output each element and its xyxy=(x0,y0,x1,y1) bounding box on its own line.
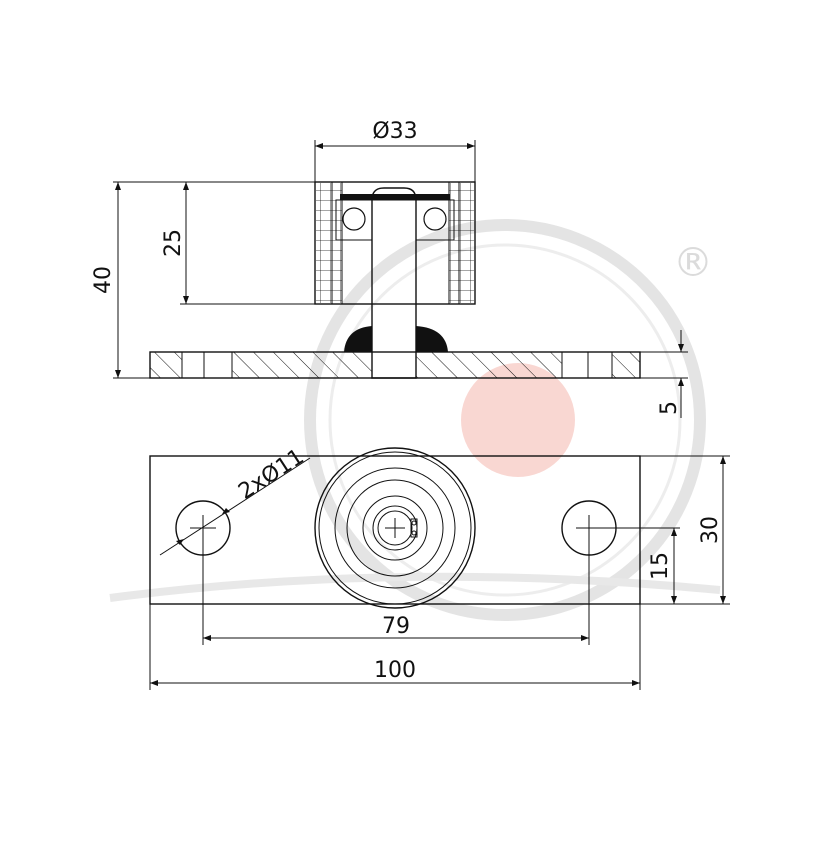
watermark-ring xyxy=(304,219,706,621)
dim-height-roller-label: 25 xyxy=(161,229,186,257)
watermark-dot xyxy=(461,363,575,477)
watermark-registered-mark: ® xyxy=(673,240,713,286)
watermark-ring-inner xyxy=(328,243,682,597)
dim-plate-length-label: 100 xyxy=(374,658,416,683)
dim-plate-length: 100 xyxy=(149,604,641,690)
dim-hole-spacing-label: 79 xyxy=(382,614,410,639)
weld-left xyxy=(344,326,372,352)
dim-hole-offset: 15 xyxy=(602,527,680,604)
watermark: ® xyxy=(109,219,721,621)
dim-plate-thickness-label: 5 xyxy=(657,401,682,415)
dim-height-total: 40 xyxy=(91,181,315,379)
roller-outer xyxy=(314,447,476,609)
dim-hole-spacing: 79 xyxy=(202,541,590,645)
plan-view: 2xØ11 79 100 30 xyxy=(149,444,730,690)
dim-height-total-label: 40 xyxy=(91,266,116,294)
watermark-swoosh xyxy=(109,572,721,602)
dim-plate-width-label: 30 xyxy=(698,516,723,544)
dim-hole-offset-label: 15 xyxy=(648,552,673,580)
dim-hole-spec: 2xØ11 xyxy=(159,444,311,556)
dim-diameter: Ø33 xyxy=(314,119,476,182)
dim-hole-spec-label: 2xØ11 xyxy=(234,444,308,504)
shaft xyxy=(371,187,417,379)
dim-plate-width: 30 xyxy=(640,455,730,605)
section-view: Ø33 40 25 5 xyxy=(91,119,688,418)
weld-right xyxy=(416,326,448,352)
clip xyxy=(410,518,418,538)
dim-plate-thickness: 5 xyxy=(640,330,688,418)
bearing-ball-right xyxy=(423,207,447,231)
bearing-ball-left xyxy=(342,207,366,231)
dim-height-roller: 25 xyxy=(161,182,315,305)
base-plate-section xyxy=(149,351,641,379)
roller-body xyxy=(314,181,476,305)
dim-diameter-label: Ø33 xyxy=(372,119,417,144)
